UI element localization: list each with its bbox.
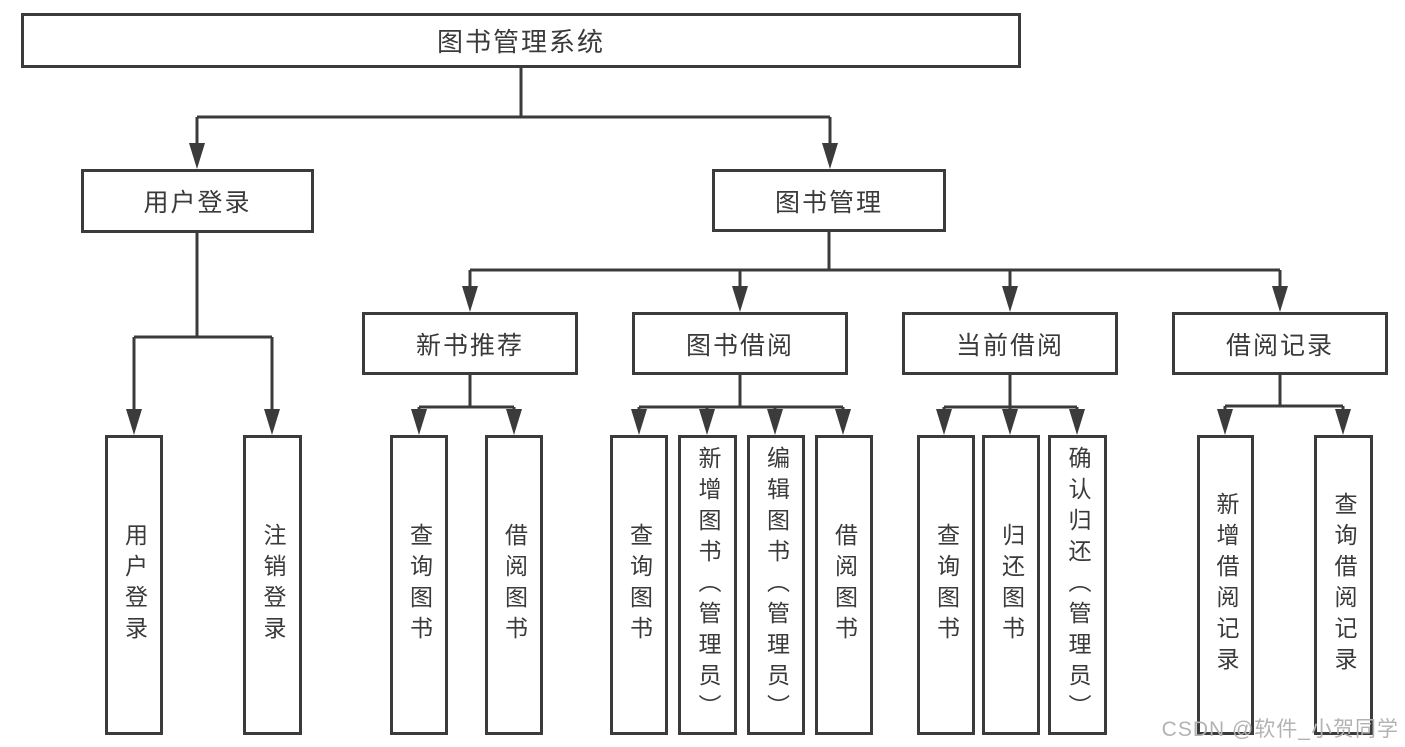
node-label: 当前借阅 [955, 331, 1064, 360]
node-borrowing-records: 借阅记录 [1172, 312, 1388, 375]
leaf-edit-book-admin: 编辑图书（管理员） [747, 435, 805, 735]
leaf-confirm-return-admin: 确认归还（管理员） [1048, 435, 1107, 735]
node-label: 新书推荐 [415, 331, 524, 360]
leaf-return-book: 归还图书 [982, 435, 1040, 735]
node-label: 用户登录 [121, 523, 148, 647]
node-label: 确认归还（管理员） [1065, 445, 1091, 725]
node-user-login: 用户登录 [81, 169, 314, 233]
node-label: 查询图书 [406, 523, 433, 647]
leaf-add-book-admin: 新增图书（管理员） [678, 435, 737, 735]
node-label: 新增图书（管理员） [695, 445, 721, 725]
node-book-borrowing: 图书借阅 [632, 312, 848, 375]
node-label: 图书借阅 [685, 331, 794, 360]
node-label: 查询图书 [933, 523, 960, 647]
leaf-borrow-book-recommend: 借阅图书 [485, 435, 543, 735]
node-label: 借阅图书 [501, 523, 528, 647]
leaf-add-borrow-record: 新增借阅记录 [1197, 435, 1254, 735]
node-label: 归还图书 [998, 523, 1025, 647]
leaf-user-login: 用户登录 [105, 435, 163, 735]
node-book-management: 图书管理 [712, 169, 946, 232]
node-label: 图书管理系统 [436, 27, 605, 57]
node-label: 注销登录 [260, 523, 286, 647]
node-label: 借阅记录 [1225, 331, 1334, 360]
node-new-book-recommend: 新书推荐 [362, 312, 578, 375]
node-label: 图书管理 [774, 188, 883, 217]
node-label: 借阅图书 [831, 523, 858, 647]
leaf-borrow-book: 借阅图书 [815, 435, 873, 735]
csdn-watermark: CSDN @软件_小贺同学 [1161, 718, 1399, 741]
node-label: 新增借阅记录 [1213, 492, 1239, 678]
node-label: 用户登录 [143, 189, 252, 217]
leaf-logout: 注销登录 [243, 435, 302, 735]
node-label: 查询借阅记录 [1331, 492, 1357, 678]
leaf-query-borrow-record: 查询借阅记录 [1314, 435, 1373, 735]
leaf-query-book-borrowing: 查询图书 [610, 435, 668, 735]
node-label: 查询图书 [626, 523, 653, 647]
leaf-query-book-current: 查询图书 [917, 435, 975, 735]
node-label: 编辑图书（管理员） [763, 445, 790, 725]
leaf-query-book-recommend: 查询图书 [390, 435, 448, 735]
node-library-management-system: 图书管理系统 [21, 13, 1021, 68]
node-current-borrowing: 当前借阅 [902, 312, 1118, 375]
